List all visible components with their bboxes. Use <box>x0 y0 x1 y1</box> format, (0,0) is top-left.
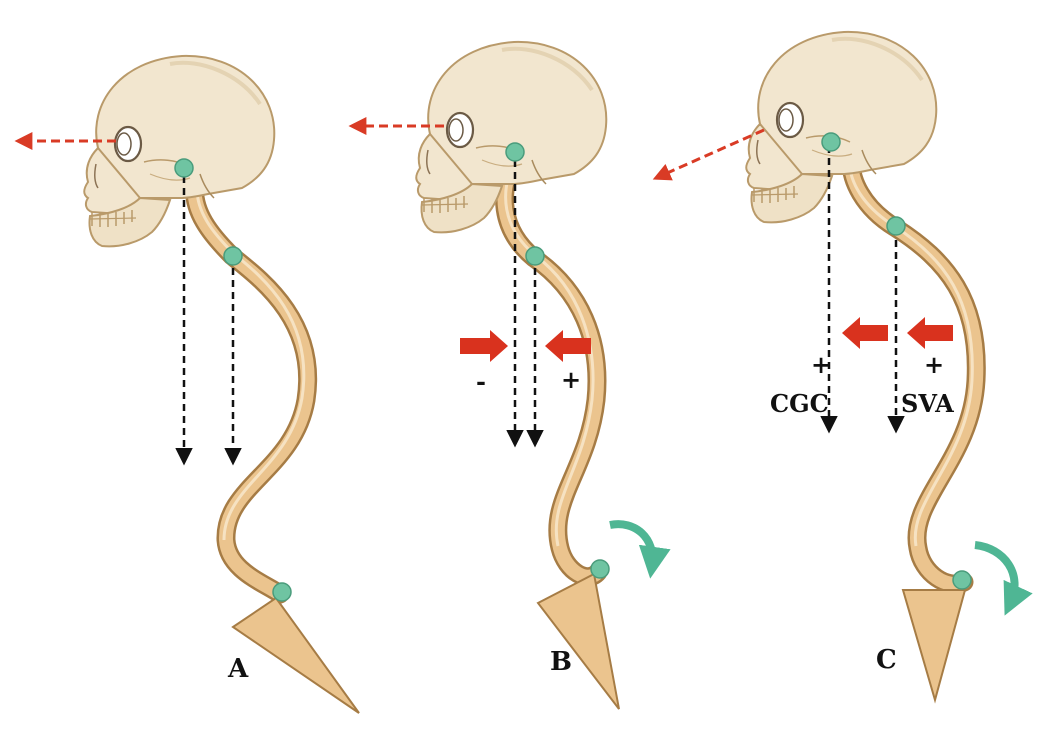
joint-c-s1 <box>952 570 972 590</box>
rotation-arrow-b <box>609 520 671 579</box>
spine-b-outline <box>495 146 608 587</box>
spine-c-highlight <box>848 153 974 547</box>
sacrum-a <box>231 596 360 714</box>
joint-c-c7 <box>886 216 906 236</box>
rotation-arrow-c <box>974 541 1033 616</box>
joint-c-head <box>821 132 841 152</box>
sign-c-right: + <box>924 350 944 379</box>
panel-c-label: C <box>876 645 897 675</box>
spine-a <box>187 171 315 601</box>
joint-b-c7 <box>525 246 545 266</box>
spine-b-highlight <box>504 159 595 547</box>
gaze-arrow-c <box>652 128 765 181</box>
sacrum-c <box>901 589 967 704</box>
sacrum-b <box>536 572 620 710</box>
force-arrow-c-right <box>907 317 953 349</box>
cgc-label: CGC <box>770 389 829 418</box>
joint-b-head <box>505 142 525 162</box>
panel-a-label: A <box>227 654 249 684</box>
joint-a-s1 <box>272 582 292 602</box>
joint-b-s1 <box>590 559 610 579</box>
sign-c-left: + <box>811 350 831 379</box>
joint-a-c7 <box>223 246 243 266</box>
sva-label: SVA <box>901 389 954 418</box>
force-arrow-b-left <box>460 330 508 362</box>
panel-c: + + CGC SVA C <box>652 29 1033 704</box>
panel-a: A <box>14 53 360 714</box>
force-arrow-b-right <box>545 330 591 362</box>
skull-a <box>82 53 277 249</box>
spine-c <box>843 143 984 591</box>
sign-b-right: + <box>561 365 581 394</box>
joint-a-head <box>174 158 194 178</box>
spine-b <box>497 149 605 584</box>
skull-c <box>744 29 939 225</box>
sign-b-left: - <box>476 367 486 396</box>
force-arrow-c-left <box>842 317 888 349</box>
panel-b-label: B <box>550 647 572 677</box>
panel-b: - + B <box>348 39 671 710</box>
spine-a-highlight <box>195 179 306 541</box>
